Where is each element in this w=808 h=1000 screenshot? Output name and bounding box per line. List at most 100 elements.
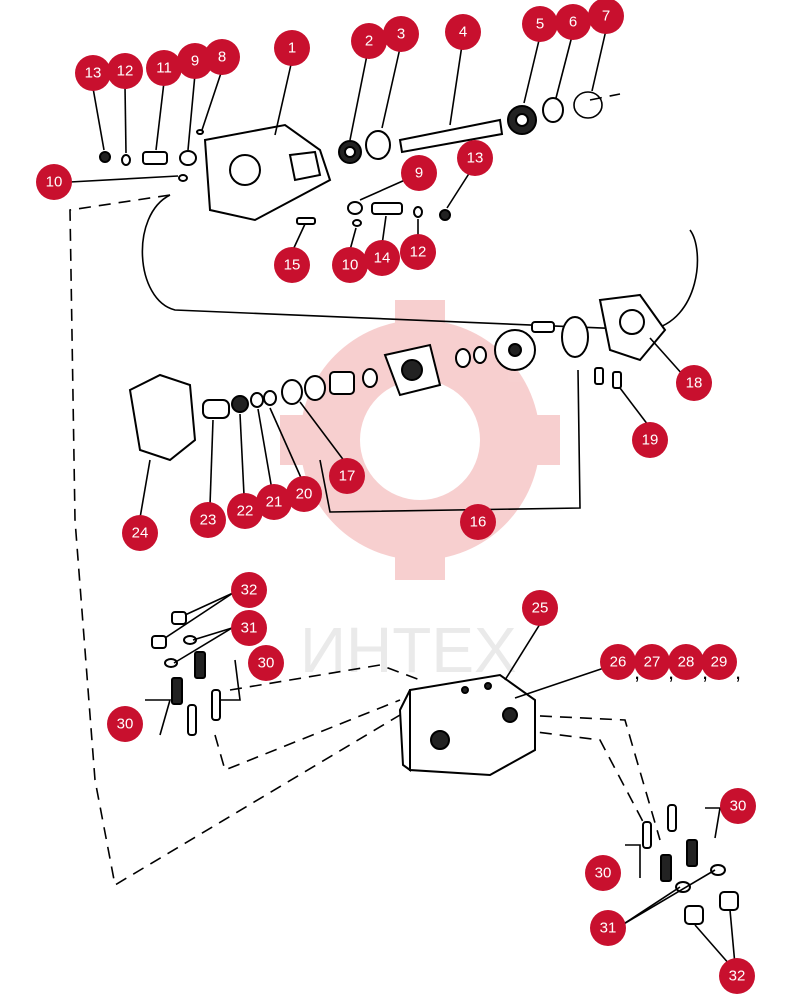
bracket-30-right-b bbox=[625, 844, 641, 878]
washer-12b bbox=[413, 206, 423, 218]
callout-label: 13 bbox=[467, 150, 484, 167]
callout-17: 17 bbox=[329, 458, 365, 494]
seal-3 bbox=[365, 130, 391, 160]
dashed-route-mid bbox=[229, 664, 421, 691]
oring-10 bbox=[178, 174, 188, 182]
callout-label: 10 bbox=[342, 257, 359, 274]
seal-17 bbox=[281, 379, 303, 405]
nut-13b bbox=[439, 209, 451, 221]
callout-3: 3 bbox=[383, 16, 419, 52]
callout-7: 7 bbox=[588, 0, 624, 34]
callout-label: 9 bbox=[191, 53, 199, 70]
callout-20: 20 bbox=[286, 476, 322, 512]
callout-label: 1 bbox=[288, 40, 296, 57]
callout-18: 18 bbox=[676, 365, 712, 401]
callout-10: 10 bbox=[36, 164, 72, 200]
callout-label: 6 bbox=[569, 14, 577, 31]
callout-11: 11 bbox=[146, 50, 182, 86]
callout-30-left-a: 30 bbox=[248, 645, 284, 681]
callout-9: 9 bbox=[177, 43, 213, 79]
callout-27: 27 bbox=[634, 644, 670, 680]
dashed-route-valve bbox=[214, 699, 401, 772]
callout-32-right: 32 bbox=[719, 958, 755, 994]
callout-label: 13 bbox=[85, 65, 102, 82]
gear-logo bbox=[280, 300, 560, 580]
callout-label: 26 bbox=[610, 654, 627, 671]
screw-19 bbox=[594, 367, 622, 389]
bearing-5 bbox=[507, 105, 537, 135]
separator: , bbox=[702, 659, 708, 684]
separators: , , , , bbox=[634, 659, 741, 684]
ring-21 bbox=[250, 392, 264, 408]
dashed-shaft-axis bbox=[589, 93, 621, 101]
callout-label: 23 bbox=[200, 512, 217, 529]
callout-label: 11 bbox=[156, 60, 172, 77]
callout-30-left-b: 30 bbox=[107, 706, 143, 742]
piston-set bbox=[304, 316, 589, 401]
shaft-4 bbox=[398, 118, 504, 154]
callout-label: 7 bbox=[602, 8, 610, 25]
ring-6 bbox=[542, 97, 564, 123]
callout-label: 4 bbox=[459, 24, 467, 41]
callout-label: 2 bbox=[365, 33, 373, 50]
callout-label: 31 bbox=[600, 920, 617, 937]
callout-9-mid: 9 bbox=[401, 155, 437, 191]
callout-label: 16 bbox=[470, 514, 487, 531]
washer-12 bbox=[121, 154, 131, 166]
callout-30-right-b: 30 bbox=[585, 855, 621, 891]
callout-label: 27 bbox=[644, 654, 661, 671]
callout-32-left: 32 bbox=[231, 572, 267, 608]
callout-10-mid: 10 bbox=[332, 247, 368, 283]
callout-label: 30 bbox=[730, 798, 747, 815]
callout-21: 21 bbox=[256, 484, 292, 520]
callouts: 1 2 3 4 5 6 7 8 9 11 12 13 10 9 13 15 10… bbox=[36, 0, 756, 994]
callout-23: 23 bbox=[190, 502, 226, 538]
separator: , bbox=[668, 659, 674, 684]
callout-6: 6 bbox=[555, 4, 591, 40]
callout-label: 28 bbox=[678, 654, 695, 671]
callout-14: 14 bbox=[364, 240, 400, 276]
callout-label: 9 bbox=[415, 165, 423, 182]
watermark: ИНТЕХ bbox=[280, 300, 560, 686]
dashed-route-left bbox=[69, 194, 401, 887]
bushing-23 bbox=[202, 399, 230, 419]
ring-20 bbox=[263, 390, 277, 406]
bolt-15 bbox=[296, 217, 316, 225]
callout-label: 19 bbox=[642, 432, 659, 449]
dashed-route-right bbox=[519, 714, 661, 841]
callout-label: 21 bbox=[266, 494, 283, 511]
snap-ring-7 bbox=[573, 91, 603, 119]
valve-parts-left bbox=[151, 611, 221, 736]
pump-housing bbox=[203, 123, 332, 222]
callout-label: 3 bbox=[397, 26, 405, 43]
assembly-loop bbox=[141, 194, 699, 331]
bracket-30-left-b bbox=[145, 699, 172, 736]
callout-13-mid: 13 bbox=[457, 140, 493, 176]
callout-label: 17 bbox=[339, 468, 356, 485]
callout-label: 30 bbox=[258, 655, 275, 672]
dashed-route-lower bbox=[519, 729, 651, 836]
valve-block-25 bbox=[398, 673, 536, 777]
leader-lines bbox=[69, 29, 736, 966]
callout-label: 14 bbox=[374, 250, 391, 267]
callout-label: 32 bbox=[729, 968, 746, 985]
callout-label: 22 bbox=[237, 503, 254, 520]
separator: , bbox=[634, 659, 640, 684]
screw-14 bbox=[371, 202, 403, 215]
callout-label: 12 bbox=[117, 63, 134, 80]
callout-26: 26 bbox=[600, 644, 636, 680]
callout-label: 5 bbox=[536, 16, 544, 33]
callout-28: 28 bbox=[668, 644, 704, 680]
callout-31-right: 31 bbox=[590, 910, 626, 946]
callout-22: 22 bbox=[227, 493, 263, 529]
callout-label: 20 bbox=[296, 486, 313, 503]
callout-label: 18 bbox=[686, 375, 703, 392]
callout-12: 12 bbox=[107, 53, 143, 89]
separator: , bbox=[735, 659, 741, 684]
gasket-24 bbox=[128, 373, 197, 462]
callout-19: 19 bbox=[632, 422, 668, 458]
bracket-16 bbox=[319, 369, 581, 513]
callout-label: 24 bbox=[132, 525, 149, 542]
callout-5: 5 bbox=[522, 6, 558, 42]
